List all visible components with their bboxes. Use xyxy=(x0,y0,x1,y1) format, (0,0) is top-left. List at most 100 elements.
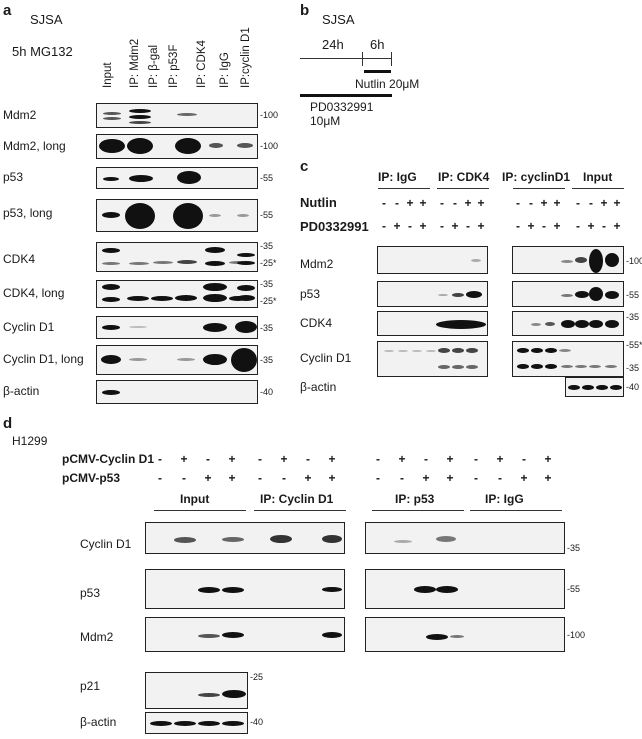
nutlin-sign: - xyxy=(395,196,399,210)
nutlin-sign: - xyxy=(589,196,593,210)
mw-marker: -100 xyxy=(260,141,279,151)
pd-sign: + xyxy=(393,219,401,233)
group-label: IP: cyclinD1 xyxy=(502,170,571,184)
lane-label-ip-bgal: IP: β-gal xyxy=(148,44,160,88)
group-label: IP: CDK4 xyxy=(438,170,490,184)
blot-strip xyxy=(565,377,624,397)
mw-marker: -25* xyxy=(260,296,277,306)
blot-strip xyxy=(96,167,258,189)
mw-marker: -25* xyxy=(260,258,277,268)
mw-marker: -35 xyxy=(567,543,581,553)
mw-marker: -35 xyxy=(260,279,274,289)
blot-strip xyxy=(377,281,488,307)
mw-marker: -100 xyxy=(260,110,279,120)
p53-sign: - xyxy=(282,471,286,485)
row-label: CDK4 xyxy=(300,316,333,330)
nutlin-row-label: Nutlin xyxy=(300,195,337,210)
nutlin-sign: + xyxy=(613,196,621,210)
row-label: β-actin xyxy=(80,715,117,729)
pd-sign: - xyxy=(382,219,386,233)
pd-sign: + xyxy=(419,219,427,233)
mw-marker: -35 xyxy=(626,363,640,373)
pd-sign: - xyxy=(440,219,444,233)
cyclin-sign: + xyxy=(280,452,288,466)
cyclin-sign: + xyxy=(446,452,454,466)
pd-dose: 10μM xyxy=(310,114,341,128)
mw-marker: -55* xyxy=(626,340,642,350)
blot-strip xyxy=(96,316,258,339)
group-label: IP: IgG xyxy=(378,170,417,184)
group-label: Input xyxy=(583,170,613,184)
nutlin-sign: - xyxy=(440,196,444,210)
panel-letter-c: c xyxy=(300,158,309,175)
cyclin-sign: + xyxy=(180,452,188,466)
blot-strip xyxy=(145,672,248,709)
cyclin-sign: - xyxy=(376,452,380,466)
nutlin-sign: + xyxy=(600,196,608,210)
row-label: p21 xyxy=(80,679,101,693)
lane-label-ip-cdk4: IP: CDK4 xyxy=(196,40,208,88)
row-label: Cyclin D1 xyxy=(80,537,132,551)
cyclin-sign: + xyxy=(398,452,406,466)
mw-marker: -40 xyxy=(626,382,640,392)
row-label: p53 xyxy=(80,586,101,600)
pd-sign: + xyxy=(553,219,561,233)
cyclin-sign: - xyxy=(158,452,162,466)
blot-strip xyxy=(512,246,624,274)
blot-strip xyxy=(96,280,258,308)
cyclin-sign: + xyxy=(328,452,336,466)
panel-b-cell-line: SJSA xyxy=(322,12,355,27)
blot-strip xyxy=(512,281,624,307)
blot-strip xyxy=(96,345,258,375)
p53-sign: - xyxy=(258,471,262,485)
mw-marker: -35 xyxy=(260,241,274,251)
blot-strip xyxy=(512,311,624,336)
cyclin-sign: + xyxy=(496,452,504,466)
pd-name: PD0332991 xyxy=(310,100,374,114)
blot-strip xyxy=(96,242,258,272)
pd-sign: + xyxy=(477,219,485,233)
p53-sign: + xyxy=(328,471,336,485)
time-label-6h: 6h xyxy=(370,37,385,52)
nutlin-dose: Nutlin 20μM xyxy=(355,77,420,91)
blot-strip xyxy=(96,380,258,404)
blot-strip xyxy=(365,522,565,554)
panel-d-cell-line: H1299 xyxy=(12,434,48,448)
nutlin-sign: + xyxy=(540,196,548,210)
p53-sign: + xyxy=(422,471,430,485)
mw-marker: -35 xyxy=(626,312,640,322)
time-label-24h: 24h xyxy=(322,37,344,52)
p53-sign: + xyxy=(520,471,528,485)
cyclin-sign: - xyxy=(474,452,478,466)
row-label: Cyclin D1, long xyxy=(3,352,84,366)
nutlin-sign: - xyxy=(576,196,580,210)
cyclin-sign: - xyxy=(306,452,310,466)
p53-sign: + xyxy=(204,471,212,485)
blot-strip xyxy=(365,617,565,652)
group-label: Input xyxy=(180,492,210,506)
row-label: Mdm2, long xyxy=(3,139,66,153)
p53-sign: + xyxy=(228,471,236,485)
lane-label-ip-p53f: IP: p53F xyxy=(168,44,180,88)
row-label: CDK4, long xyxy=(3,286,65,300)
pd-row-label: PD0332991 xyxy=(300,219,369,234)
group-label: IP: IgG xyxy=(485,492,524,506)
mw-marker: -100 xyxy=(626,256,642,266)
row-label: β-actin xyxy=(300,380,337,394)
cyclin-sign: - xyxy=(258,452,262,466)
blot-strip xyxy=(377,246,488,274)
mw-marker: -55 xyxy=(260,173,274,183)
lane-label-ip-igg: IP: IgG xyxy=(219,52,231,88)
blot-strip xyxy=(377,311,488,336)
blot-strip xyxy=(145,569,345,609)
nutlin-sign: - xyxy=(453,196,457,210)
blot-strip xyxy=(145,522,345,554)
blot-strip xyxy=(96,134,258,159)
nutlin-sign: + xyxy=(464,196,472,210)
cyclin-sign: - xyxy=(424,452,428,466)
p53-sign: - xyxy=(158,471,162,485)
pd-sign: - xyxy=(576,219,580,233)
pd-sign: + xyxy=(451,219,459,233)
nutlin-sign: - xyxy=(529,196,533,210)
pd-sign: - xyxy=(542,219,546,233)
